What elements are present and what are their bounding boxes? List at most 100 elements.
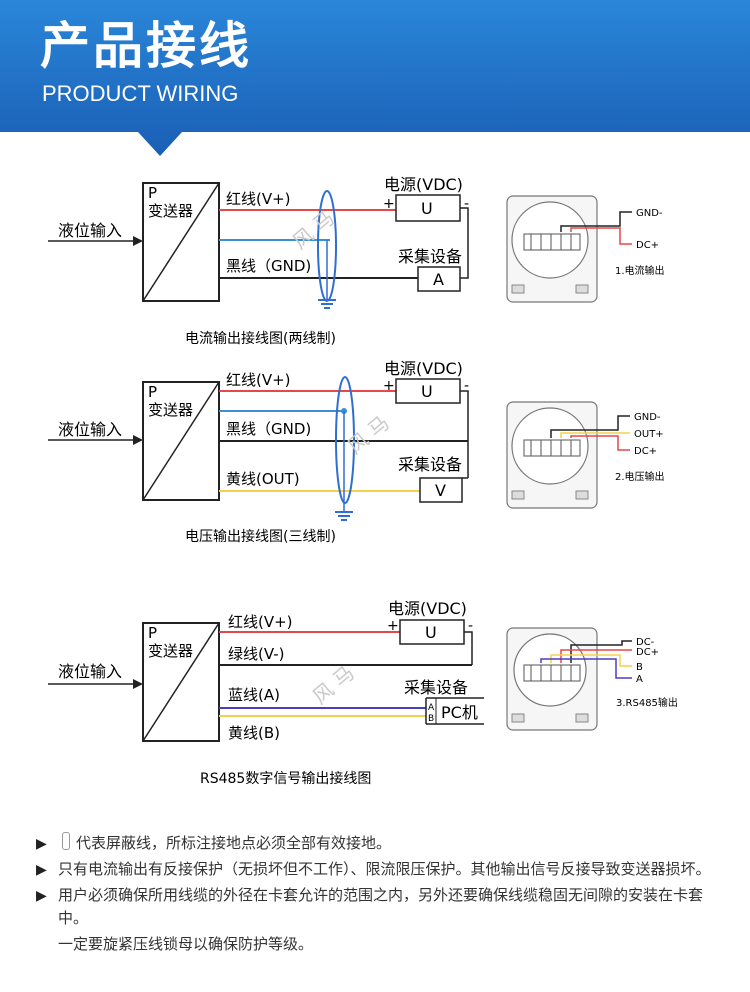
collector-label: 采集设备 — [398, 247, 462, 266]
terminal-label-dc: DC+ — [636, 240, 659, 251]
transmitter-diagonal — [142, 182, 220, 302]
minus-sign: - — [464, 196, 469, 212]
terminal-housing — [506, 401, 598, 509]
yellow-wire-label: 黄线(OUT) — [226, 470, 300, 488]
plus-sign: + — [383, 196, 395, 212]
note-item: ▶ 用户必须确保所用线缆的外径在卡套允许的范围之内，另外还要确保线缆稳固无间隙的安… — [36, 884, 726, 930]
diagram-voltage-output: 液位输入 P 变送器 红线(V+) 黑线（GND) 黄线(OUT) U + - … — [48, 359, 665, 545]
minus-sign: - — [464, 378, 469, 394]
terminal-housing — [506, 195, 598, 303]
yellow-wire-label: 黄线(B) — [228, 724, 280, 742]
terminal-dc-wire — [570, 435, 630, 451]
bullet-triangle-icon: ▶ — [36, 888, 47, 904]
green-wire-label: 绿线(V-) — [228, 645, 285, 663]
transmitter-label: 变送器 — [148, 642, 193, 660]
input-label: 液位输入 — [58, 420, 122, 439]
terminal-b-wire — [550, 654, 632, 667]
terminal-caption: 1.电流输出 — [615, 264, 665, 277]
input-label: 液位输入 — [58, 221, 122, 240]
pc-label: PC机 — [441, 703, 478, 722]
collector-label: 采集设备 — [404, 678, 468, 697]
plus-sign: + — [387, 618, 399, 634]
terminal-gnd-wire — [560, 211, 632, 232]
power-return-wire — [464, 631, 473, 665]
diagram-rs485-output: 液位输入 P 变送器 红线(V+) 绿线(V-) 蓝线(A) 黄线(B) U +… — [48, 599, 678, 787]
terminal-label-dc-plus: DC+ — [636, 647, 659, 658]
red-wire-label: 红线(V+) — [228, 613, 293, 631]
terminal-dc-wire — [570, 227, 632, 245]
pc-terminal-a: A — [428, 703, 435, 713]
terminal-label-out: OUT+ — [634, 429, 664, 440]
note-text: 只有电流输出有反接保护（无损坏但不工作）、限流限压保护。其他输出信号反接导致变送… — [58, 860, 711, 878]
terminal-label-gnd: GND- — [636, 208, 663, 219]
transmitter-label: 变送器 — [148, 401, 193, 419]
diagram-caption: 电压输出接线图(三线制) — [185, 528, 336, 545]
terminal-a-wire — [540, 658, 632, 679]
terminal-gnd-wire — [550, 415, 630, 438]
note-item: ▶ 只有电流输出有反接保护（无损坏但不工作）、限流限压保护。其他输出信号反接导致变… — [36, 858, 726, 881]
collector-symbol: V — [435, 481, 446, 500]
power-label: 电源(VDC) — [384, 175, 463, 194]
input-label: 液位输入 — [58, 662, 122, 681]
power-box — [399, 619, 465, 645]
terminal-housing — [506, 627, 598, 731]
note-item: 一定要旋紧压线锁母以确保防护等级。 — [36, 933, 726, 956]
shield-ellipse — [335, 376, 355, 504]
power-return-wire — [460, 390, 469, 478]
transmitter-diagonal — [142, 381, 220, 501]
terminal-label-b: B — [636, 662, 643, 673]
power-symbol: U — [421, 382, 433, 401]
note-item: ▶ 代表屏蔽线，所标注接地点必须全部有效接地。 — [36, 832, 726, 855]
diagram-caption: RS485数字信号输出接线图 — [200, 770, 371, 787]
transmitter-p: P — [148, 624, 157, 642]
transmitter-p: P — [148, 383, 157, 401]
bullet-triangle-icon: ▶ — [36, 862, 47, 878]
bullet-triangle-icon: ▶ — [36, 836, 47, 852]
input-arrow-icon — [133, 236, 143, 246]
watermark: 风 马 — [288, 206, 339, 254]
power-symbol: U — [425, 623, 437, 642]
black-wire-label: 黑线（GND) — [226, 420, 311, 438]
note-text: 代表屏蔽线，所标注接地点必须全部有效接地。 — [76, 834, 392, 852]
watermark: 风 马 — [343, 411, 394, 459]
header-banner — [0, 0, 750, 156]
voltmeter-box — [419, 477, 463, 503]
minus-sign: - — [468, 618, 473, 634]
input-arrow-icon — [133, 679, 143, 689]
transmitter-p: P — [148, 184, 157, 202]
power-box — [395, 378, 461, 404]
power-return-wire — [460, 207, 469, 279]
power-box — [395, 194, 461, 222]
terminal-label-a: A — [636, 674, 643, 685]
page-subtitle: PRODUCT WIRING — [42, 81, 239, 106]
terminal-label-dc-minus: DC- — [636, 637, 655, 648]
terminal-out-wire — [560, 432, 630, 438]
note-text: 用户必须确保所用线缆的外径在卡套允许的范围之内，另外还要确保线缆稳固无间隙的安装… — [58, 886, 704, 927]
page-title: 产品接线 — [40, 17, 252, 75]
power-symbol: U — [421, 199, 433, 218]
terminal-label-dc: DC+ — [634, 446, 657, 457]
diagram-current-output: 液位输入 P 变送器 红线(V+) 黑线（GND) U + - 电源(VDC) … — [48, 175, 665, 347]
terminal-dc-minus-wire — [570, 640, 632, 663]
terminal-caption: 3.RS485输出 — [616, 696, 678, 709]
shield-wire-icon — [62, 832, 70, 850]
pc-terminal-b: B — [428, 714, 434, 724]
diagram-caption: 电流输出接线图(两线制) — [185, 330, 336, 347]
collector-symbol: A — [433, 270, 444, 289]
terminal-caption: 2.电压输出 — [615, 470, 665, 483]
power-label: 电源(VDC) — [388, 599, 467, 618]
terminal-label-gnd: GND- — [634, 412, 661, 423]
red-wire-label: 红线(V+) — [226, 371, 291, 389]
input-arrow-icon — [133, 435, 143, 445]
ammeter-box — [417, 266, 461, 292]
power-label: 电源(VDC) — [384, 359, 463, 378]
notes-section: ▶ 代表屏蔽线，所标注接地点必须全部有效接地。 ▶ 只有电流输出有反接保护（无损坏但… — [36, 832, 726, 959]
red-wire-label: 红线(V+) — [226, 190, 291, 208]
collector-label: 采集设备 — [398, 455, 462, 474]
note-text: 一定要旋紧压线锁母以确保防护等级。 — [58, 935, 314, 953]
watermark: 风 马 — [308, 661, 359, 709]
transmitter-label: 变送器 — [148, 202, 193, 220]
black-wire-label: 黑线（GND) — [226, 257, 311, 275]
blue-wire-label: 蓝线(A) — [228, 686, 280, 704]
